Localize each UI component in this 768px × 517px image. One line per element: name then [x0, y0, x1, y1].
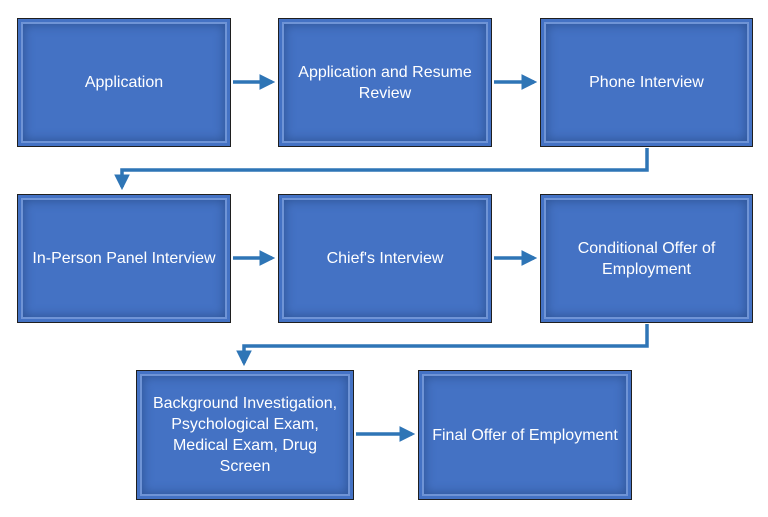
step-label: Chief's Interview: [326, 250, 444, 267]
step-label: Final Offer of Employment: [432, 426, 618, 444]
step-final-offer: Final Offer of Employment: [418, 370, 632, 500]
step-in-person-panel-interview: In-Person Panel Interview: [17, 194, 231, 323]
step-label: Phone Interview: [589, 74, 704, 91]
step-application-resume-review: Application and Resume Review: [278, 18, 492, 147]
step-label: Application: [84, 74, 164, 91]
step-application: Application: [17, 18, 231, 147]
step-label: In-Person Panel Interview: [32, 250, 216, 267]
step-label: Background Investigation, Psychological …: [152, 395, 338, 475]
arrow-connector: [236, 324, 649, 367]
step-phone-interview: Phone Interview: [540, 18, 753, 147]
step-label: Conditional Offer of Employment: [577, 239, 716, 278]
arrow-connector: [114, 148, 649, 191]
step-conditional-offer: Conditional Offer of Employment: [540, 194, 753, 323]
step-label: Application and Resume Review: [298, 63, 472, 102]
step-chiefs-interview: Chief's Interview: [278, 194, 492, 323]
step-background-investigation: Background Investigation, Psychological …: [136, 370, 354, 500]
